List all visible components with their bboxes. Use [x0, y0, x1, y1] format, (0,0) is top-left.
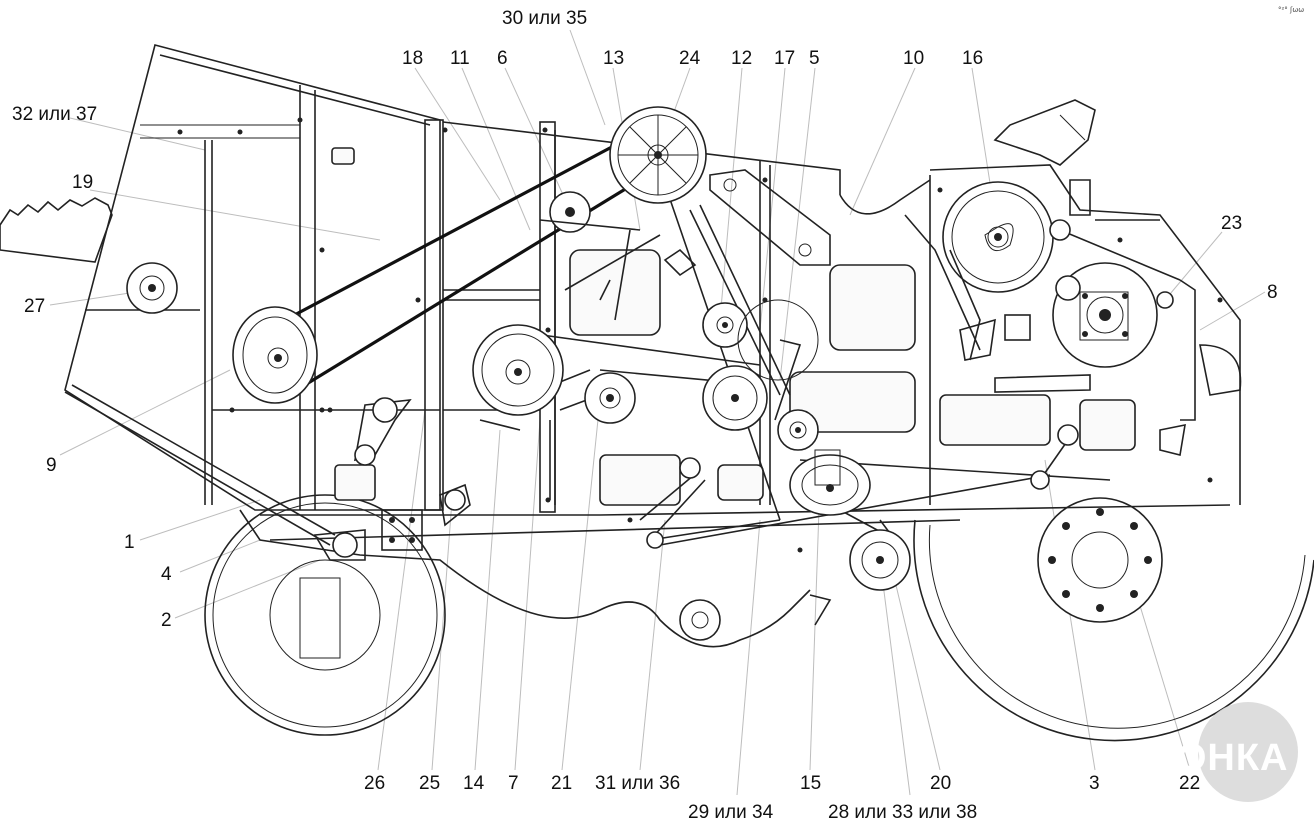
idler-arms	[539, 169, 996, 421]
callout-5: 5	[809, 48, 820, 69]
pulley-27	[126, 262, 178, 314]
callout-23: 23	[1221, 213, 1242, 234]
callout-24: 24	[679, 48, 701, 69]
pickup-guard	[0, 197, 113, 263]
callout-30-or-35: 30 или 35	[502, 8, 587, 29]
lower-chassis	[239, 504, 1231, 648]
inspection-windows	[331, 147, 1136, 506]
callout-18: 18	[402, 48, 423, 69]
callout-29-or-34: 29 или 34	[688, 802, 774, 823]
right-side-linkage	[994, 279, 1242, 456]
callout-3: 3	[1089, 773, 1100, 794]
callout-19: 19	[72, 172, 93, 193]
callout-17: 17	[774, 48, 795, 69]
frame-bolts	[177, 117, 1223, 553]
pulley-5	[777, 409, 819, 451]
pulley-16-large	[942, 181, 1054, 293]
callout-14: 14	[463, 773, 485, 794]
pulley-24-flywheel	[609, 106, 707, 204]
pulley-17-large	[702, 299, 819, 431]
pulley-main-left	[232, 306, 318, 404]
watermark-text: АГРОНКА	[1100, 737, 1288, 779]
callout-6: 6	[497, 48, 508, 69]
pulley-12	[702, 302, 748, 348]
callout-13: 13	[603, 48, 624, 69]
pulley-20	[849, 529, 911, 591]
callout-labels: 30 или 35 32 или 37 18 11 6 13 24 12 17 …	[12, 8, 1278, 823]
callout-2: 2	[161, 610, 172, 631]
callout-12: 12	[731, 48, 752, 69]
callout-32-or-37: 32 или 37	[12, 104, 97, 125]
callout-9: 9	[46, 455, 57, 476]
pulley-center-large	[472, 324, 564, 416]
callout-31-or-36: 31 или 36	[595, 773, 680, 794]
tensioner-arm-right	[993, 99, 1181, 309]
pulley-15	[789, 449, 871, 516]
callout-27: 27	[24, 296, 45, 317]
callout-8: 8	[1267, 282, 1278, 303]
lower-arms	[313, 397, 1079, 561]
pulley-upper-small	[549, 191, 591, 233]
callout-21: 21	[551, 773, 572, 794]
callout-28-or-33-or-38: 28 или 33 или 38	[828, 802, 977, 823]
callout-22: 22	[1179, 773, 1200, 794]
callout-20: 20	[930, 773, 951, 794]
front-wheel	[204, 494, 446, 736]
callout-15: 15	[800, 773, 821, 794]
callout-4: 4	[161, 564, 172, 585]
callout-25: 25	[419, 773, 440, 794]
sprocket-21	[584, 372, 636, 424]
callout-1: 1	[124, 532, 135, 553]
callout-26: 26	[364, 773, 385, 794]
corner-mark: °²° ʃωω	[1278, 6, 1304, 14]
callout-10: 10	[903, 48, 924, 69]
rear-wheel	[913, 497, 1314, 742]
front-shell	[64, 44, 441, 546]
callout-11: 11	[450, 48, 470, 69]
callout-16: 16	[962, 48, 983, 69]
watermark-logo: АГРОНКА	[1100, 702, 1298, 802]
callout-7: 7	[508, 773, 519, 794]
